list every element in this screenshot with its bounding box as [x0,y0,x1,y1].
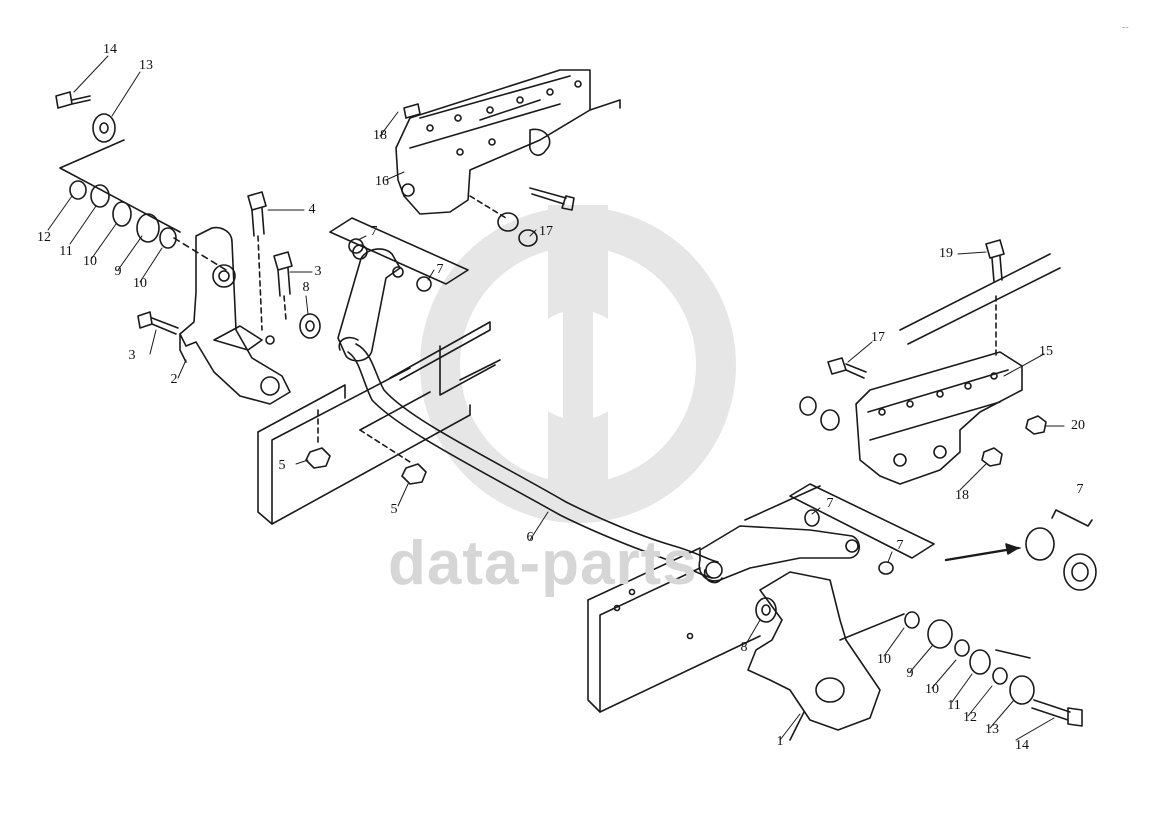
callout-11: 11 [947,698,961,713]
watermark-text: data-parts [388,529,698,598]
callout-10: 10 [877,652,891,667]
callout-17: 17 [539,224,553,239]
watermark-logo [420,205,736,523]
callout-16: 16 [375,174,389,189]
leader-lines [47,55,1065,741]
callout-5: 5 [390,502,398,517]
callout-7: 7 [370,224,378,239]
callout-7: 7 [1076,482,1084,497]
left-frame-rail [257,321,501,525]
callout-10: 10 [925,682,939,697]
callout-13: 13 [139,58,153,73]
left-bushing-stack [55,91,227,271]
callout-8: 8 [740,640,748,655]
right-frame-rail [587,485,821,713]
right-nuts [981,415,1047,467]
callout-10: 10 [133,276,147,291]
callout-7: 7 [826,496,834,511]
left-mount-clamp [329,217,469,292]
callout-8: 8 [302,280,310,295]
right-upper-bracket [799,253,1061,485]
callout-15: 15 [1039,344,1053,359]
callout-9: 9 [906,666,914,681]
callout-17: 17 [871,330,885,345]
callout-13: 13 [985,722,999,737]
callout-7: 7 [436,262,444,277]
callout-20: 20 [1071,418,1085,433]
left-link-arm [337,244,404,362]
callout-5: 5 [278,458,286,473]
detail-arrow [944,543,1020,562]
corner-mark: -- [1122,22,1129,33]
right-mount-clamp [789,483,1097,591]
right-link-arm [698,525,861,582]
right-bolt [985,239,1005,357]
upper-bracket [395,69,621,247]
callout-7: 7 [896,538,904,553]
callout-14: 14 [1015,738,1029,753]
callout-14: 14 [103,42,117,57]
callout-1: 1 [776,734,784,749]
callout-2: 2 [170,372,178,387]
callout-9: 9 [114,264,122,279]
left-bracket [179,226,291,405]
callout-3: 3 [314,264,322,279]
callout-12: 12 [963,710,977,725]
callout-4: 4 [308,202,316,217]
callout-18: 18 [955,488,969,503]
callout-12: 12 [37,230,51,245]
left-bolts [137,191,321,339]
callout-3: 3 [128,348,136,363]
callout-19: 19 [939,246,953,261]
callout-6: 6 [526,530,534,545]
callout-10: 10 [83,254,97,269]
callout-11: 11 [59,244,73,259]
right-bushing-stack [839,611,1083,727]
left-nuts [305,409,427,485]
callout-18: 18 [373,128,387,143]
right-bracket [747,571,881,741]
